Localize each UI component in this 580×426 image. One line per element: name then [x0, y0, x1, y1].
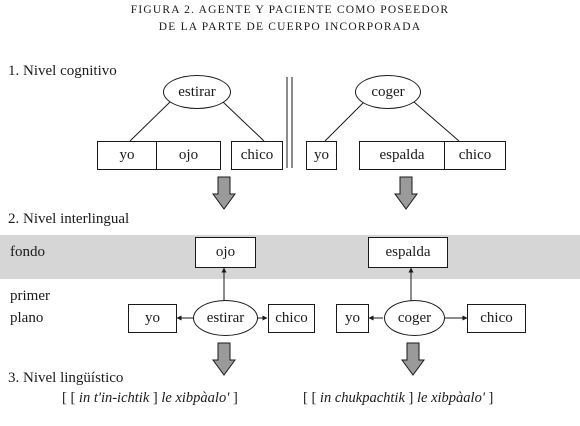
level-3-heading: 3. Nivel lingüístico	[8, 370, 124, 386]
background-band	[0, 235, 580, 279]
left-int-agent-label: yo	[145, 310, 160, 326]
down-arrow-left-2	[212, 342, 236, 376]
right-formula-verb: in chukpachtik	[319, 390, 405, 406]
figure-caption-line-2: DE LA PARTE DE CUERPO INCORPORADA	[158, 21, 422, 33]
left-agent-cell: yo	[119, 147, 135, 163]
left-formula: [ [ in t'in-ichtik ] le xibpàalo' ]	[62, 390, 238, 407]
left-int-bodypart-box: ojo	[195, 237, 256, 268]
down-arrow-right-2	[401, 342, 425, 376]
left-formula-object: le xibpàalo'	[161, 390, 230, 406]
right-int-bodypart-label: espalda	[385, 244, 431, 260]
right-box-divider	[444, 142, 445, 169]
right-int-verb-label: coger	[397, 309, 432, 326]
left-int-patient-label: chico	[275, 310, 308, 326]
foreground-label-line-1: primer	[10, 288, 50, 304]
left-tree-line-agent	[129, 101, 171, 142]
left-patient-box: chico	[231, 141, 283, 170]
right-int-verb-node: coger	[384, 300, 445, 336]
left-int-verb-label: estirar	[206, 309, 245, 326]
right-tree-line-patient	[413, 101, 460, 142]
left-bodypart-cell: ojo	[178, 147, 199, 163]
left-int-agent-box: yo	[128, 304, 177, 333]
right-bodypart-cell: espalda	[379, 147, 425, 163]
right-formula-object: le xibpàalo'	[416, 390, 485, 406]
right-patient-cell: chico	[458, 147, 492, 163]
left-formula-close: ]	[229, 390, 238, 406]
left-formula-open: [ [	[62, 390, 79, 406]
foreground-label-line-2: plano	[10, 310, 44, 326]
right-int-patient-label: chico	[480, 310, 513, 326]
right-agent-box: yo	[306, 141, 337, 170]
right-bodypart-patient-box: espalda chico	[359, 141, 506, 170]
left-int-verb-node: estirar	[193, 300, 258, 336]
figure-caption-line-1: FIGURA 2. AGENTE Y PACIENTE COMO POSEEDO…	[130, 4, 450, 16]
background-label: fondo	[10, 244, 45, 260]
left-box-divider	[156, 142, 157, 169]
right-tree-line-agent	[324, 101, 365, 142]
level-2-heading: 2. Nivel interlingual	[8, 211, 130, 227]
right-formula-close: ]	[484, 390, 494, 406]
right-int-agent-label: yo	[345, 310, 360, 326]
right-int-bodypart-box: espalda	[368, 237, 448, 268]
right-agent-label: yo	[314, 147, 329, 163]
level-1-heading: 1. Nivel cognitivo	[8, 63, 117, 79]
right-verb-node: coger	[355, 75, 421, 109]
left-int-patient-box: chico	[268, 304, 315, 333]
right-int-agent-box: yo	[336, 304, 369, 333]
right-formula-mid: ]	[404, 390, 417, 406]
down-arrow-right-1	[394, 176, 418, 210]
right-formula: [ [ in chukpachtik ] le xibpàalo' ]	[303, 390, 493, 407]
left-formula-verb: in t'in-ichtik	[78, 390, 150, 406]
left-formula-mid: ]	[149, 390, 162, 406]
left-verb-label: estirar	[178, 83, 216, 100]
left-verb-node: estirar	[163, 75, 231, 109]
down-arrow-left-1	[212, 176, 236, 210]
right-formula-open: [ [	[303, 390, 320, 406]
left-tree-line-patient	[222, 101, 265, 142]
left-int-bodypart-label: ojo	[215, 244, 236, 260]
left-patient-label: chico	[240, 147, 274, 163]
right-int-patient-box: chico	[467, 304, 526, 333]
right-verb-label: coger	[371, 83, 405, 100]
left-agent-bodypart-box: yo ojo	[97, 141, 221, 170]
